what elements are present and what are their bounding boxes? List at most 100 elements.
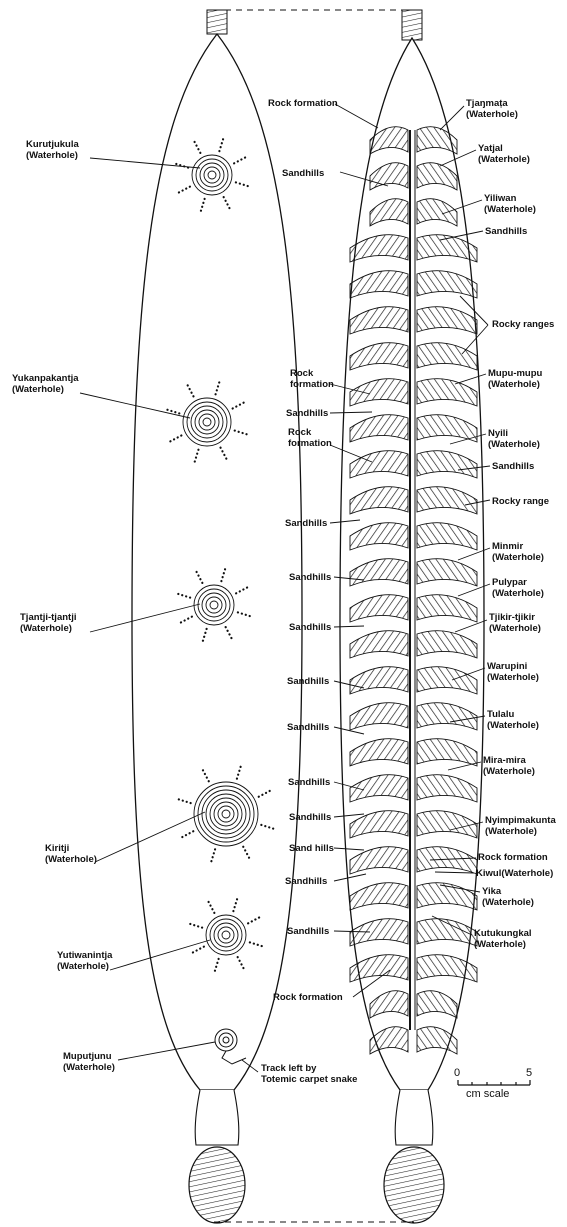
label-sub: (Waterhole)	[26, 150, 79, 161]
label-sub: (Waterhole)	[492, 552, 544, 563]
label-minmir: Minmir (Waterhole)	[492, 541, 544, 563]
leader-line	[335, 104, 378, 128]
label-yika: Yika (Waterhole)	[482, 886, 534, 908]
scale-bar	[458, 1080, 530, 1085]
label-name: Minmir	[492, 541, 544, 552]
label-name: Tjikir-tjikir	[489, 612, 541, 623]
label-sub: (Waterhole)	[489, 623, 541, 634]
label-name: Sandhills	[492, 461, 534, 472]
label-yukanpakantja: Yukanpakantja (Waterhole)	[12, 373, 79, 395]
label-sub: (Waterhole)	[483, 766, 535, 777]
scale-five: 5	[526, 1068, 532, 1079]
label-sandhills-r1: Sandhills	[485, 226, 527, 237]
scale-unit: cm scale	[466, 1089, 509, 1100]
label-name: Sandhills	[282, 168, 324, 179]
label-sandhills-r2: Sandhills	[492, 461, 534, 472]
label-yiliwan: Yiliwan (Waterhole)	[484, 193, 536, 215]
label-name: Rocky range	[492, 496, 549, 507]
label-name: Sandhills	[285, 518, 327, 529]
label-nyili: Nyili (Waterhole)	[488, 428, 540, 450]
label-rock-formation-bottom: Rock formation	[273, 992, 343, 1003]
label-kiritji: Kiritji (Waterhole)	[45, 843, 97, 865]
label-nyimpimakunta: Nyimpimakunta (Waterhole)	[485, 815, 556, 837]
label-sandhills-9: Sandhills	[289, 812, 331, 823]
label-sub: (Waterhole)	[20, 623, 76, 634]
label-sandhills-7: Sandhills	[287, 722, 329, 733]
label-sub: (Waterhole)	[484, 204, 536, 215]
label-name: Rock	[288, 427, 332, 438]
label-name: Muputjunu	[63, 1051, 115, 1062]
label-name: Sandhills	[289, 812, 331, 823]
label-sandhills-10: Sand hills	[289, 843, 334, 854]
label-name: Rock formation	[273, 992, 343, 1003]
label-name: Pulypar	[492, 577, 544, 588]
label-pulypar: Pulypar (Waterhole)	[492, 577, 544, 599]
label-name: Yukanpakantja	[12, 373, 79, 384]
label-sub: (Waterhole)	[482, 897, 534, 908]
label-sub: (Waterhole)	[474, 939, 532, 950]
label-name: Kiwul(Waterhole)	[476, 868, 553, 879]
label-muputjunu: Muputjunu (Waterhole)	[63, 1051, 115, 1073]
label-sub: (Waterhole)	[485, 826, 556, 837]
label-track: Track left by Totemic carpet snake	[261, 1063, 357, 1085]
label-name: Rocky ranges	[492, 319, 554, 330]
label-sandhills-3: Sandhills	[285, 518, 327, 529]
scale-zero: 0	[454, 1068, 460, 1079]
label-sandhills-5: Sandhills	[289, 622, 331, 633]
label-sub: (Waterhole)	[45, 854, 97, 865]
label-sub: (Waterhole)	[492, 588, 544, 599]
label-tulalu: Tulalu (Waterhole)	[487, 709, 539, 731]
label-sub: (Waterhole)	[466, 109, 518, 120]
label-name: Mira-mira	[483, 755, 535, 766]
label-sandhills-4: Sandhills	[289, 572, 331, 583]
label-name: Sandhills	[288, 777, 330, 788]
label-tjantji-tjantji: Tjantji-tjantji (Waterhole)	[20, 612, 76, 634]
label-name: Yiliwan	[484, 193, 536, 204]
label-sub: (Waterhole)	[57, 961, 112, 972]
label-name: Kiritji	[45, 843, 97, 854]
label-rock-formation-3: Rock formation	[288, 427, 332, 449]
label-name: Sandhills	[287, 926, 329, 937]
label-name: Yatjal	[478, 143, 530, 154]
label-sandhills-1: Sandhills	[282, 168, 324, 179]
label-name: Rock formation	[478, 852, 548, 863]
label-name: Warupini	[487, 661, 539, 672]
label-rocky-range: Rocky range	[492, 496, 549, 507]
label-name: Sandhills	[286, 408, 328, 419]
label-name: Yika	[482, 886, 534, 897]
label-rock-formation-2: Rock formation	[290, 368, 334, 390]
label-sub: (Waterhole)	[63, 1062, 115, 1073]
label-sub: (Waterhole)	[488, 379, 542, 390]
label-name: Sandhills	[287, 676, 329, 687]
label-sandhills-11: Sandhills	[285, 876, 327, 887]
label-yatjal: Yatjal (Waterhole)	[478, 143, 530, 165]
label-sandhills-2: Sandhills	[286, 408, 328, 419]
label-name: Kutukungkal	[474, 928, 532, 939]
label-rock-formation-r: Rock formation	[478, 852, 548, 863]
label-kutukungkal: Kutukungkal (Waterhole)	[474, 928, 532, 950]
label-name: Tjantji-tjantji	[20, 612, 76, 623]
label-name: Rock formation	[268, 98, 338, 109]
label-sub: formation	[288, 438, 332, 449]
label-name: Sandhills	[289, 572, 331, 583]
label-name: Track left by	[261, 1063, 357, 1074]
label-sub: (Waterhole)	[487, 672, 539, 683]
label-name: Nyimpimakunta	[485, 815, 556, 826]
label-name: Tulalu	[487, 709, 539, 720]
label-name: Mupu-mupu	[488, 368, 542, 379]
label-sub: Totemic carpet snake	[261, 1074, 357, 1085]
label-name: Kurutjukula	[26, 139, 79, 150]
label-sandhills-12: Sandhills	[287, 926, 329, 937]
label-sandhills-8: Sandhills	[288, 777, 330, 788]
label-sandhills-6: Sandhills	[287, 676, 329, 687]
label-kiwul: Kiwul(Waterhole)	[476, 868, 553, 879]
label-sub: (Waterhole)	[478, 154, 530, 165]
label-name: Sandhills	[285, 876, 327, 887]
label-name: Rock	[290, 368, 334, 379]
label-name: Sand hills	[289, 843, 334, 854]
label-sub: (Waterhole)	[488, 439, 540, 450]
label-sub: (Waterhole)	[12, 384, 79, 395]
label-name: Sandhills	[289, 622, 331, 633]
label-sub: formation	[290, 379, 334, 390]
